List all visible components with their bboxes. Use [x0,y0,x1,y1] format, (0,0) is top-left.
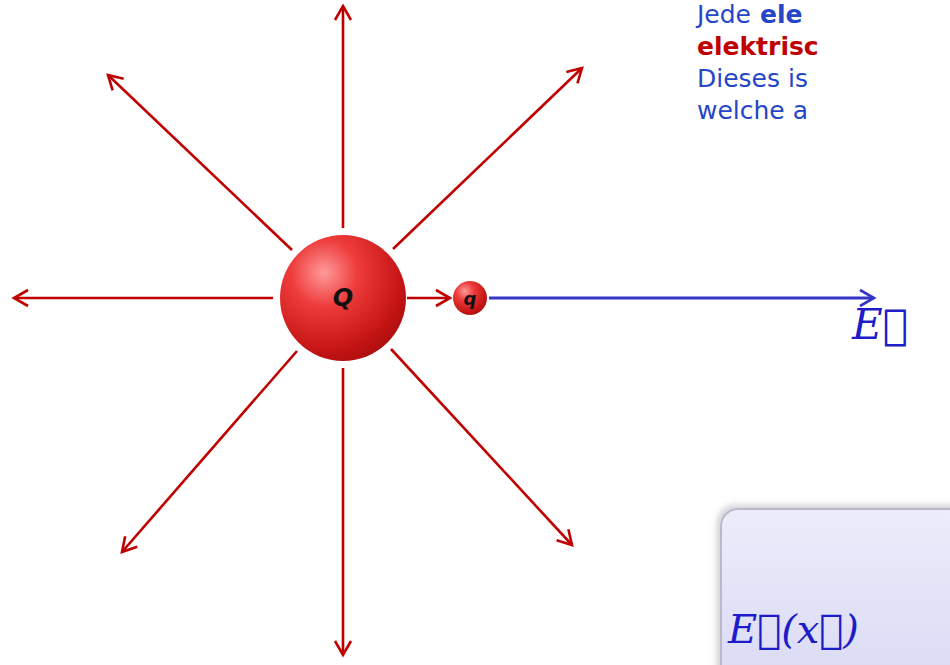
vector-label: E⃗ [852,300,908,349]
field-line [393,68,582,249]
field-lines [14,6,582,655]
charge-symbol: q [464,288,477,309]
field-line [342,368,345,655]
formula-box: E⃗(x⃗) [720,508,950,665]
intro-text: Dieses is [697,64,808,93]
charge-symbol: Q [333,284,353,312]
field-line [14,297,273,300]
intro-text-bold: ele [760,0,802,29]
field-line [108,75,292,250]
charge-sphere: Q [280,235,406,361]
field-vector-arrow [489,297,874,300]
intro-text: welche a [697,96,808,125]
field-line [391,349,572,545]
test-charge-sphere: q [453,281,487,315]
intro-text: Jede [697,0,751,29]
field-line [122,351,297,552]
intro-text-bold: elektrisc [697,32,819,61]
field-line [342,6,345,228]
field-line-connector [407,297,450,300]
field-formula: E⃗(x⃗) [728,606,859,652]
